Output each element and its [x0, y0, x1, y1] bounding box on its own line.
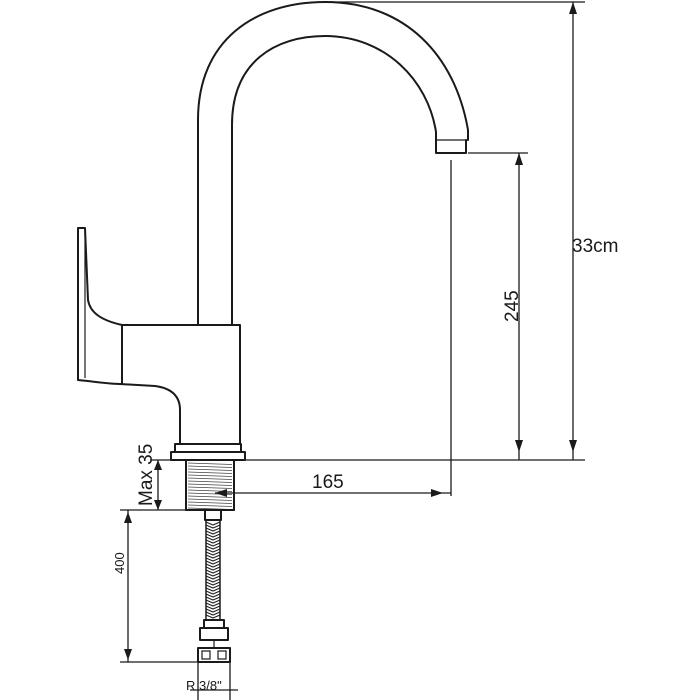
dimension-total-height: 33cm — [245, 1, 618, 461]
thread-line — [187, 504, 233, 507]
braid-segment — [205, 557, 221, 565]
braid-segment — [205, 527, 221, 535]
dimension-spout-clearance: 245 — [468, 152, 528, 460]
base-ring — [170, 443, 246, 461]
braid-segment — [205, 581, 221, 589]
spout-reach-label: 165 — [312, 472, 344, 493]
total-height-label: 33cm — [572, 236, 618, 257]
braid-segment — [205, 533, 221, 541]
thread-line — [187, 471, 233, 474]
thread-line — [187, 486, 233, 489]
thread-line — [187, 480, 233, 483]
faucet-handle — [77, 227, 123, 385]
faucet-body — [119, 324, 241, 445]
faucet-spout — [197, 1, 469, 326]
thread-line — [187, 495, 233, 498]
braid-segment — [205, 521, 221, 529]
braid-segment — [205, 611, 221, 619]
dimension-max-mount: Max 35 — [136, 444, 205, 511]
thread-line — [187, 483, 233, 486]
spout-clearance-label: 245 — [502, 290, 523, 322]
dimension-thread: R 3/8" — [186, 662, 238, 700]
braid-segment — [205, 545, 221, 553]
braid-segment — [205, 605, 221, 613]
hose-length-label: 400 — [112, 552, 127, 574]
thread-line — [187, 477, 233, 480]
thread-line — [187, 462, 233, 465]
braid-segment — [205, 575, 221, 583]
braid-segment — [205, 569, 221, 577]
mounting-shank — [185, 459, 235, 511]
thread-line — [187, 501, 233, 504]
braid-segment — [205, 599, 221, 607]
dimension-hose-length: 400 — [112, 509, 198, 663]
thread-line — [187, 474, 233, 477]
braid-segment — [205, 563, 221, 571]
braid-segment — [205, 593, 221, 601]
thread-label: R 3/8" — [186, 678, 222, 693]
thread-line — [187, 465, 233, 468]
braid-segment — [205, 539, 221, 547]
braided-hose — [197, 509, 231, 663]
max-mount-label: Max 35 — [136, 444, 157, 506]
dimension-spout-reach: 165 — [215, 160, 452, 497]
braid-segment — [205, 551, 221, 559]
thread-line — [187, 498, 233, 501]
thread-line — [187, 468, 233, 471]
braid-segment — [205, 587, 221, 595]
